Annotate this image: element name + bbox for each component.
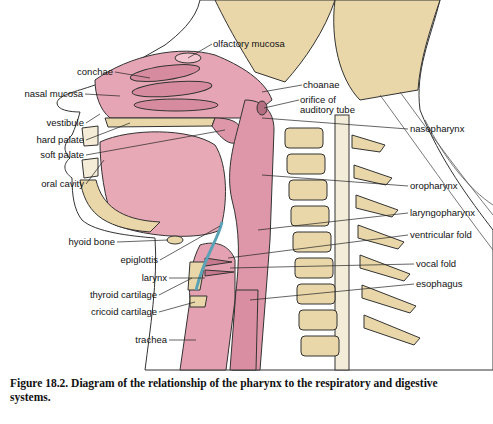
part-label: vocal fold [416,259,456,269]
hyoid-bone [167,236,183,244]
part-label: vestibule [47,118,85,128]
part-label: oropharynx [410,181,458,191]
esophagus [230,290,258,370]
muscle-line [400,92,493,215]
occipital-bone [334,0,440,100]
part-label: cricoid cartilage [91,307,157,317]
lower-teeth [82,158,98,178]
head-outline [57,0,493,370]
vertebra [289,180,327,200]
leader-line [228,235,408,258]
part-label: soft palate [40,150,84,160]
part-label: olfactory mucosa [213,39,285,49]
part-label: larynx [142,273,167,283]
leader-line [188,44,212,58]
leader-line [230,264,414,268]
leader-lines [85,44,414,340]
leader-line [159,302,195,312]
part-label: orifice of auditory tube [300,95,362,115]
part-label: nasopharynx [410,124,464,134]
vocal-folds [205,258,234,276]
figure-caption: Figure 18.2. Diagram of the relationship… [10,376,480,404]
part-label: epiglottis [121,255,159,265]
pharynx [230,100,274,370]
cricoid-cartilage [190,296,207,307]
larynx-trachea [180,243,235,370]
leader-line [258,213,408,230]
part-label: ventricular fold [410,230,472,240]
vertebra [287,154,325,174]
hard-palate [105,118,215,127]
leader-line [262,85,302,92]
leader-line [86,130,225,155]
leader-line [85,94,120,96]
leader-line [86,123,130,140]
part-label: laryngopharynx [410,208,475,218]
part-label: esophagus [416,279,462,289]
vertebra [291,206,329,226]
vertebra [297,284,335,304]
spinous-process [352,135,420,345]
leader-line [160,226,220,260]
part-label: choanae [303,80,339,90]
concha [132,79,213,100]
part-label: trachea [135,335,167,345]
leader-line [169,340,196,341]
vertebra [301,336,339,356]
concha [134,99,218,111]
leader-line [115,72,150,78]
vertebra [285,128,323,148]
leader-line [262,175,408,186]
leader-line [169,278,205,279]
leader-line [117,240,168,242]
leader-line [264,100,299,108]
vertebra [295,258,333,278]
leader-line [250,284,414,300]
leader-line [86,160,104,184]
neck-muscle-lines [380,92,493,250]
part-label: thyroid cartilage [90,290,157,300]
mandible [80,180,160,232]
vertebra [299,310,337,330]
part-label: oral cavity [41,179,84,189]
part-label: hyoid bone [69,237,115,247]
leader-line [86,114,100,123]
part-label: nasal mucosa [24,89,83,99]
part-label: conchae [77,67,113,77]
muscle-line [380,95,493,250]
leader-line [262,118,408,129]
part-label: hard palate [36,135,84,145]
